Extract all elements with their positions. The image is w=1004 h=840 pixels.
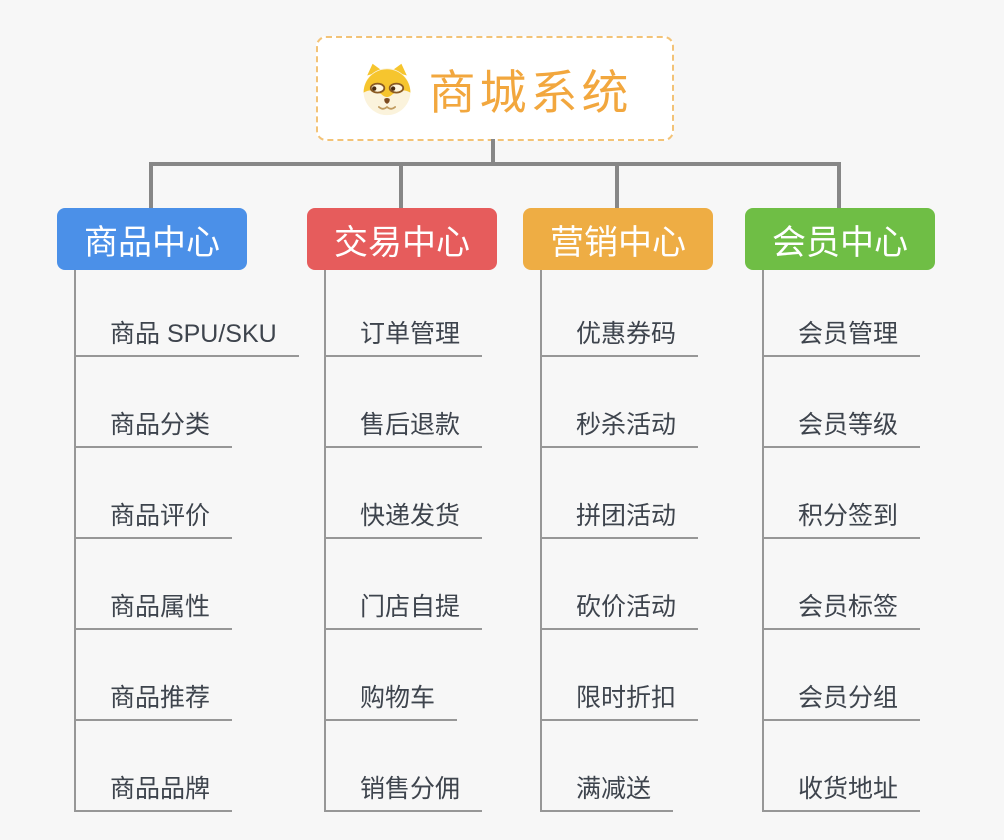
- leaf-label: 优惠券码: [576, 320, 677, 348]
- leaf-label: 拼团活动: [576, 502, 677, 530]
- leaf-node[interactable]: 满减送: [542, 721, 674, 812]
- branch-children-product: 商品 SPU/SKU 商品分类 商品评价 商品属性 商品推荐 商品品牌: [74, 270, 299, 812]
- leaf-node[interactable]: 会员管理: [764, 270, 921, 357]
- branch-product-center: 商品中心 商品 SPU/SKU 商品分类 商品评价 商品属性 商品推荐 商品品牌: [57, 208, 299, 812]
- leaf-label: 满减送: [576, 775, 652, 803]
- branch-header-product-center[interactable]: 商品中心: [57, 208, 247, 270]
- branch-member-center: 会员中心 会员管理 会员等级 积分签到 会员标签 会员分组 收货地址: [745, 208, 935, 812]
- leaf-label: 商品分类: [110, 411, 211, 439]
- leaf-node[interactable]: 商品 SPU/SKU: [76, 270, 299, 357]
- leaf-node[interactable]: 商品评价: [76, 448, 233, 539]
- leaf-node[interactable]: 会员分组: [764, 630, 921, 721]
- connector-drop-trade: [399, 162, 403, 208]
- leaf-label: 商品评价: [110, 502, 211, 530]
- leaf-label: 快递发货: [360, 502, 461, 530]
- leaf-node[interactable]: 砍价活动: [542, 539, 699, 630]
- leaf-label: 商品属性: [110, 593, 211, 621]
- leaf-node[interactable]: 积分签到: [764, 448, 921, 539]
- leaf-node[interactable]: 商品属性: [76, 539, 233, 630]
- leaf-label: 门店自提: [360, 593, 461, 621]
- leaf-label: 会员管理: [798, 320, 899, 348]
- branch-children-marketing: 优惠券码 秒杀活动 拼团活动 砍价活动 限时折扣 满减送: [540, 270, 713, 812]
- branch-children-trade: 订单管理 售后退款 快递发货 门店自提 购物车 销售分佣: [324, 270, 497, 812]
- leaf-node[interactable]: 商品分类: [76, 357, 233, 448]
- leaf-node[interactable]: 拼团活动: [542, 448, 699, 539]
- connector-horizontal-rail: [149, 162, 841, 166]
- leaf-node[interactable]: 会员标签: [764, 539, 921, 630]
- leaf-label: 砍价活动: [576, 593, 677, 621]
- leaf-node[interactable]: 门店自提: [326, 539, 483, 630]
- leaf-node[interactable]: 订单管理: [326, 270, 483, 357]
- leaf-label: 订单管理: [360, 320, 461, 348]
- leaf-label: 秒杀活动: [576, 411, 677, 439]
- leaf-label: 销售分佣: [360, 775, 461, 803]
- leaf-label: 售后退款: [360, 411, 461, 439]
- leaf-node[interactable]: 售后退款: [326, 357, 483, 448]
- root-title: 商城系统: [428, 66, 633, 119]
- connector-drop-marketing: [615, 162, 619, 208]
- leaf-node[interactable]: 限时折扣: [542, 630, 699, 721]
- leaf-label: 商品推荐: [110, 684, 211, 712]
- leaf-label: 商品品牌: [110, 775, 211, 803]
- branch-header-marketing-center[interactable]: 营销中心: [523, 208, 713, 270]
- leaf-node[interactable]: 秒杀活动: [542, 357, 699, 448]
- leaf-node[interactable]: 优惠券码: [542, 270, 699, 357]
- leaf-label: 收货地址: [798, 775, 899, 803]
- leaf-node[interactable]: 会员等级: [764, 357, 921, 448]
- branch-trade-center: 交易中心 订单管理 售后退款 快递发货 门店自提 购物车 销售分佣: [307, 208, 497, 812]
- branch-children-member: 会员管理 会员等级 积分签到 会员标签 会员分组 收货地址: [762, 270, 935, 812]
- leaf-node[interactable]: 收货地址: [764, 721, 921, 812]
- leaf-node[interactable]: 购物车: [326, 630, 458, 721]
- branch-marketing-center: 营销中心 优惠券码 秒杀活动 拼团活动 砍价活动 限时折扣 满减送: [523, 208, 713, 812]
- connector-drop-product: [149, 162, 153, 208]
- leaf-node[interactable]: 销售分佣: [326, 721, 483, 812]
- leaf-node[interactable]: 商品推荐: [76, 630, 233, 721]
- connector-drop-member: [837, 162, 841, 208]
- doge-icon: [363, 63, 410, 115]
- leaf-label: 会员分组: [798, 684, 899, 712]
- leaf-label: 限时折扣: [576, 684, 677, 712]
- branch-header-trade-center[interactable]: 交易中心: [307, 208, 497, 270]
- leaf-node[interactable]: 商品品牌: [76, 721, 233, 812]
- root-node-mall-system[interactable]: 商城系统: [316, 36, 674, 141]
- leaf-label: 会员标签: [798, 593, 899, 621]
- branch-header-member-center[interactable]: 会员中心: [745, 208, 935, 270]
- leaf-label: 会员等级: [798, 411, 899, 439]
- leaf-node[interactable]: 快递发货: [326, 448, 483, 539]
- leaf-label: 购物车: [360, 684, 436, 712]
- leaf-label: 商品 SPU/SKU: [110, 320, 277, 348]
- leaf-label: 积分签到: [798, 502, 899, 530]
- connector-root-vertical: [491, 139, 495, 164]
